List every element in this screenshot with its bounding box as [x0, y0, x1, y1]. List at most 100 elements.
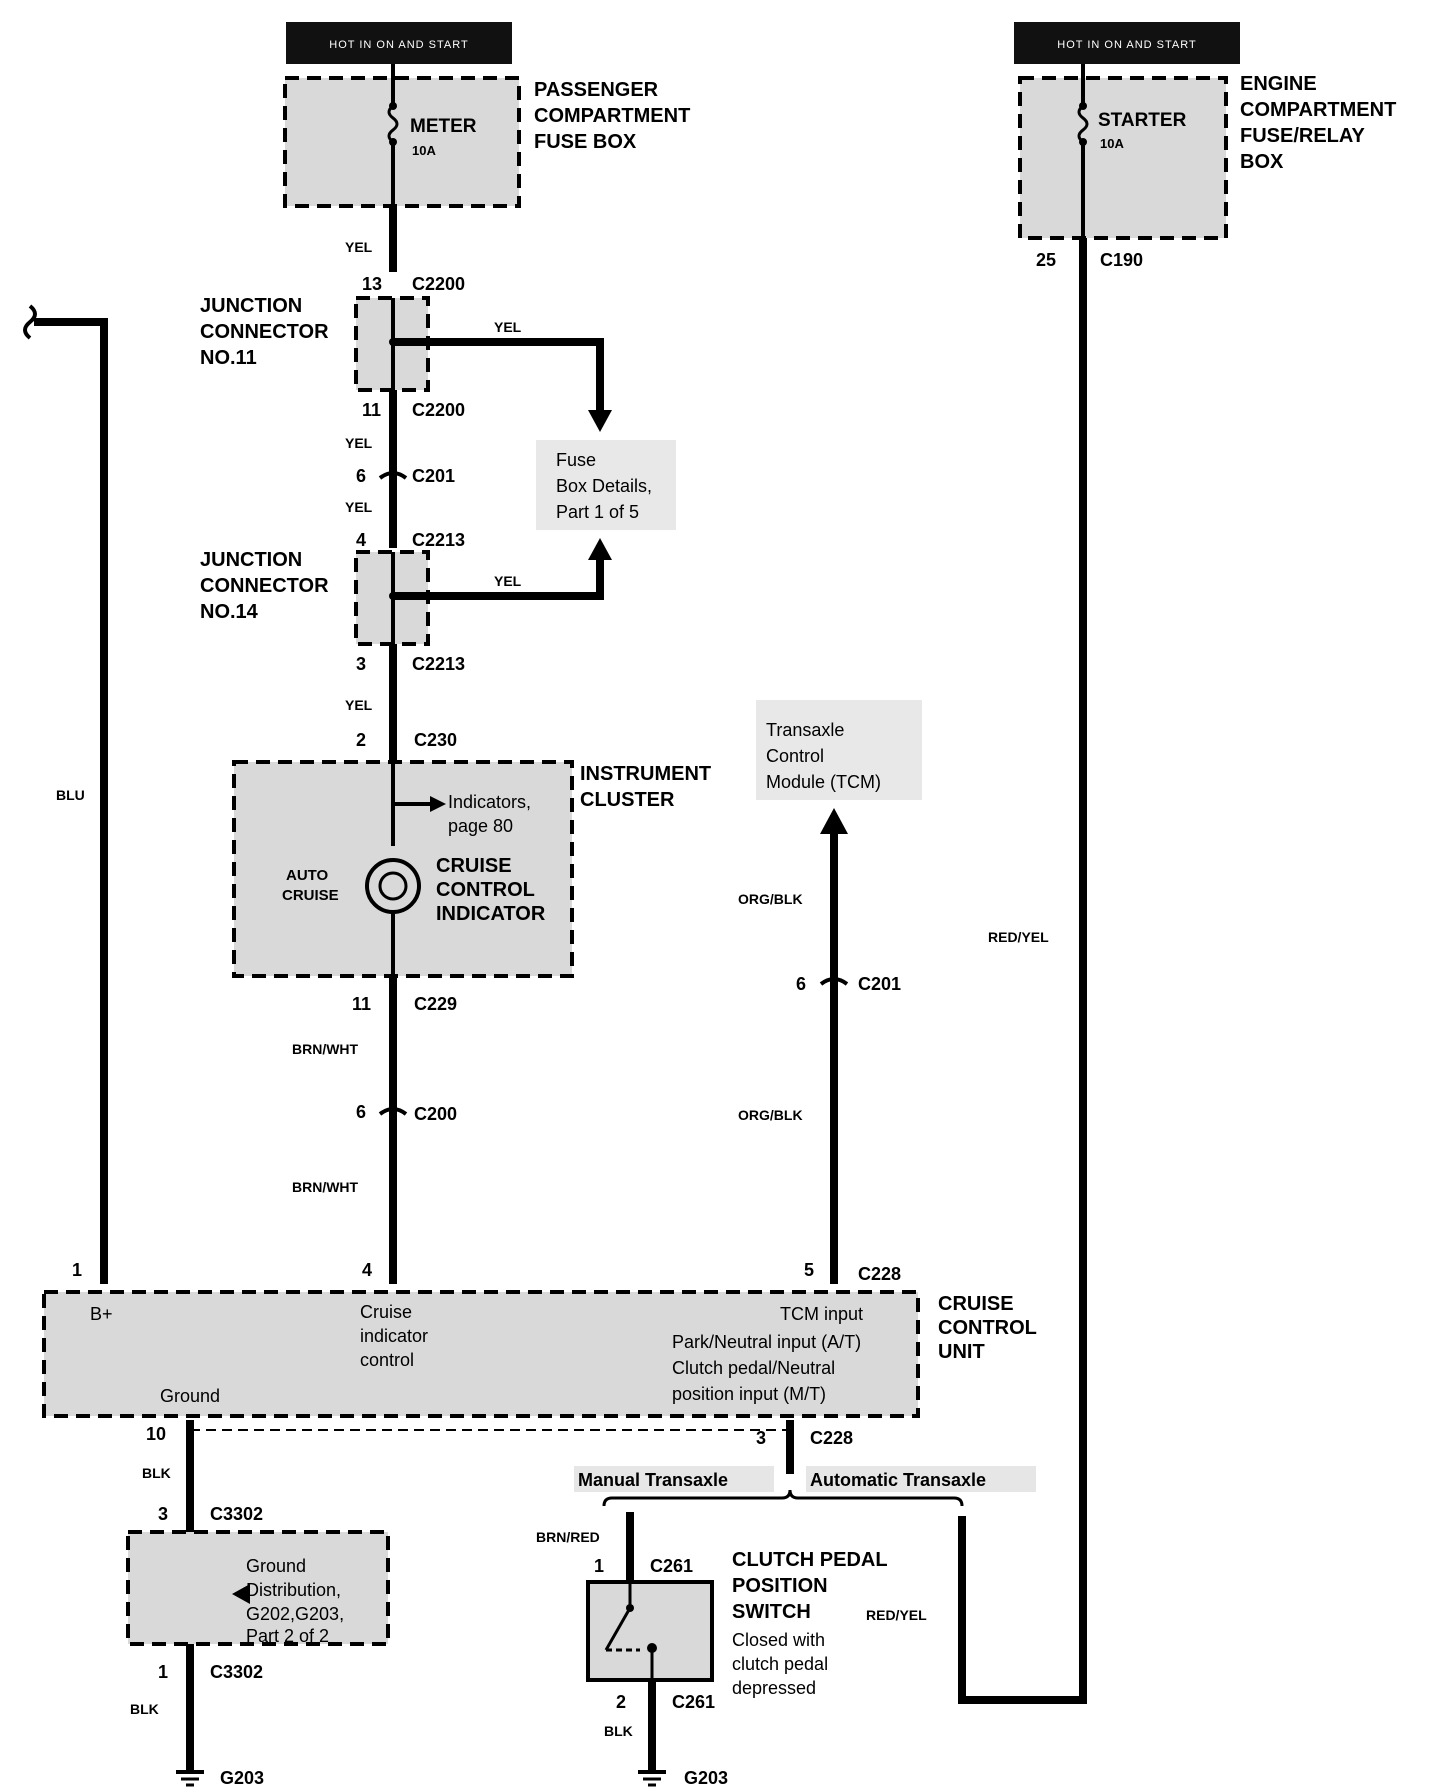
power-label-right: HOT IN ON AND START: [1014, 22, 1240, 64]
transaxle-labels: Manual Transaxle Automatic Transaxle: [574, 1466, 1036, 1507]
svg-text:PASSENGER: PASSENGER: [534, 79, 659, 101]
fuse-starter-name: STARTER: [1098, 110, 1187, 131]
svg-text:BLU: BLU: [56, 787, 85, 803]
ground-right-label: G203: [684, 1768, 728, 1788]
svg-text:ORG/BLK: ORG/BLK: [738, 891, 803, 907]
svg-text:C190: C190: [1100, 250, 1143, 270]
svg-text:COMPARTMENT: COMPARTMENT: [534, 105, 690, 127]
svg-text:YEL: YEL: [345, 697, 373, 713]
svg-text:CLUTCH PEDAL: CLUTCH PEDAL: [732, 1549, 888, 1571]
svg-text:Control: Control: [766, 746, 824, 766]
svg-text:3: 3: [158, 1504, 168, 1524]
svg-text:13: 13: [362, 274, 382, 294]
svg-text:YEL: YEL: [345, 435, 373, 451]
svg-text:Transaxle: Transaxle: [766, 720, 844, 740]
svg-text:clutch pedal: clutch pedal: [732, 1654, 828, 1674]
svg-text:C228: C228: [858, 1264, 901, 1284]
svg-text:6: 6: [796, 974, 806, 994]
svg-text:CLUSTER: CLUSTER: [580, 789, 675, 811]
svg-text:G202,G203,: G202,G203,: [246, 1604, 344, 1624]
svg-text:Indicators,: Indicators,: [448, 792, 531, 812]
svg-text:TCM input: TCM input: [780, 1304, 863, 1324]
svg-text:Ground: Ground: [246, 1556, 306, 1576]
svg-text:RED/YEL: RED/YEL: [866, 1607, 927, 1623]
fuse-meter-rating: 10A: [412, 143, 436, 158]
engine-fuse-box: STARTER 10A: [1018, 64, 1228, 240]
svg-text:6: 6: [356, 1102, 366, 1122]
svg-text:CONNECTOR: CONNECTOR: [200, 575, 329, 597]
connector-c201-icon: [378, 471, 408, 480]
svg-text:CONTROL: CONTROL: [938, 1317, 1037, 1339]
cruise-indicator-label: CRUISE CONTROL INDICATOR: [436, 855, 546, 925]
svg-text:Park/Neutral input (A/T): Park/Neutral input (A/T): [672, 1332, 861, 1352]
svg-text:Clutch pedal/Neutral: Clutch pedal/Neutral: [672, 1358, 835, 1378]
svg-text:Closed with: Closed with: [732, 1630, 825, 1650]
engine-box-label: ENGINE COMPARTMENT FUSE/RELAY BOX: [1240, 73, 1396, 173]
svg-text:BLK: BLK: [130, 1701, 159, 1717]
svg-text:Fuse: Fuse: [556, 450, 596, 470]
ground-right-icon: [638, 1770, 666, 1787]
cluster-indicators-ref[interactable]: Indicators, page 80: [448, 792, 531, 836]
tcm-ref[interactable]: Transaxle Control Module (TCM): [756, 700, 922, 800]
ground-left-icon: [176, 1770, 204, 1787]
svg-text:6: 6: [356, 466, 366, 486]
svg-text:AUTO: AUTO: [286, 867, 329, 884]
power-label-left: HOT IN ON AND START: [286, 22, 512, 64]
junction14-label: JUNCTION CONNECTOR NO.14: [200, 549, 329, 623]
svg-text:ORG/BLK: ORG/BLK: [738, 1107, 803, 1123]
svg-text:C2200: C2200: [412, 400, 465, 420]
svg-text:Distribution,: Distribution,: [246, 1580, 341, 1600]
svg-text:C261: C261: [650, 1556, 693, 1576]
junction-connector-14: [354, 538, 612, 646]
ground-left-label: G203: [220, 1768, 264, 1788]
switch-contact-icon: [604, 1607, 632, 1651]
svg-text:position input (M/T): position input (M/T): [672, 1384, 826, 1404]
svg-text:BRN/WHT: BRN/WHT: [292, 1179, 359, 1195]
svg-text:CRUISE: CRUISE: [282, 887, 339, 904]
svg-text:Part 1 of 5: Part 1 of 5: [556, 502, 639, 522]
svg-text:BRN/RED: BRN/RED: [536, 1529, 600, 1545]
svg-text:Manual Transaxle: Manual Transaxle: [578, 1470, 728, 1490]
svg-text:YEL: YEL: [345, 499, 373, 515]
svg-text:C2213: C2213: [412, 654, 465, 674]
svg-text:2: 2: [616, 1692, 626, 1712]
svg-text:BRN/WHT: BRN/WHT: [292, 1041, 359, 1057]
arrow-up-icon: [820, 808, 848, 834]
fuse-icon: [387, 104, 399, 144]
svg-text:3: 3: [356, 654, 366, 674]
svg-text:10: 10: [146, 1424, 166, 1444]
ground-distribution-ref[interactable]: Ground Distribution, G202,G203, Part 2 o…: [126, 1530, 390, 1646]
svg-text:Cruise: Cruise: [360, 1302, 412, 1322]
svg-text:C2213: C2213: [412, 530, 465, 550]
passenger-box-label: PASSENGER COMPARTMENT FUSE BOX: [534, 79, 690, 153]
passenger-fuse-box: METER 10A: [283, 64, 521, 208]
svg-text:page 80: page 80: [448, 816, 513, 836]
wire-label-yel: YEL: [345, 239, 373, 255]
svg-text:RED/YEL: RED/YEL: [988, 929, 1049, 945]
ccu-ground: Ground: [160, 1386, 220, 1406]
svg-text:NO.14: NO.14: [200, 601, 259, 623]
ccu-label: CRUISE CONTROL UNIT: [938, 1293, 1037, 1363]
arrow-left-icon: [232, 1584, 250, 1604]
svg-text:Box Details,: Box Details,: [556, 476, 652, 496]
svg-text:1: 1: [158, 1662, 168, 1682]
svg-text:ENGINE: ENGINE: [1240, 73, 1317, 95]
svg-text:C3302: C3302: [210, 1504, 263, 1524]
svg-text:BLK: BLK: [604, 1723, 633, 1739]
instrument-cluster-label: INSTRUMENT CLUSTER: [580, 763, 711, 811]
svg-text:Module (TCM): Module (TCM): [766, 772, 881, 792]
svg-text:5: 5: [804, 1260, 814, 1280]
svg-text:control: control: [360, 1350, 414, 1370]
svg-text:11: 11: [362, 400, 381, 420]
arrow-down-icon: [588, 410, 612, 432]
svg-text:C3302: C3302: [210, 1662, 263, 1682]
fuse-box-details-ref[interactable]: Fuse Box Details, Part 1 of 5: [536, 440, 676, 530]
svg-text:CONTROL: CONTROL: [436, 879, 535, 901]
junction-connector-11: [354, 296, 612, 432]
svg-text:HOT IN ON AND START: HOT IN ON AND START: [329, 39, 468, 51]
svg-text:CRUISE: CRUISE: [436, 855, 512, 877]
svg-text:25: 25: [1036, 250, 1056, 270]
svg-text:YEL: YEL: [494, 573, 522, 589]
svg-text:INSTRUMENT: INSTRUMENT: [580, 763, 711, 785]
